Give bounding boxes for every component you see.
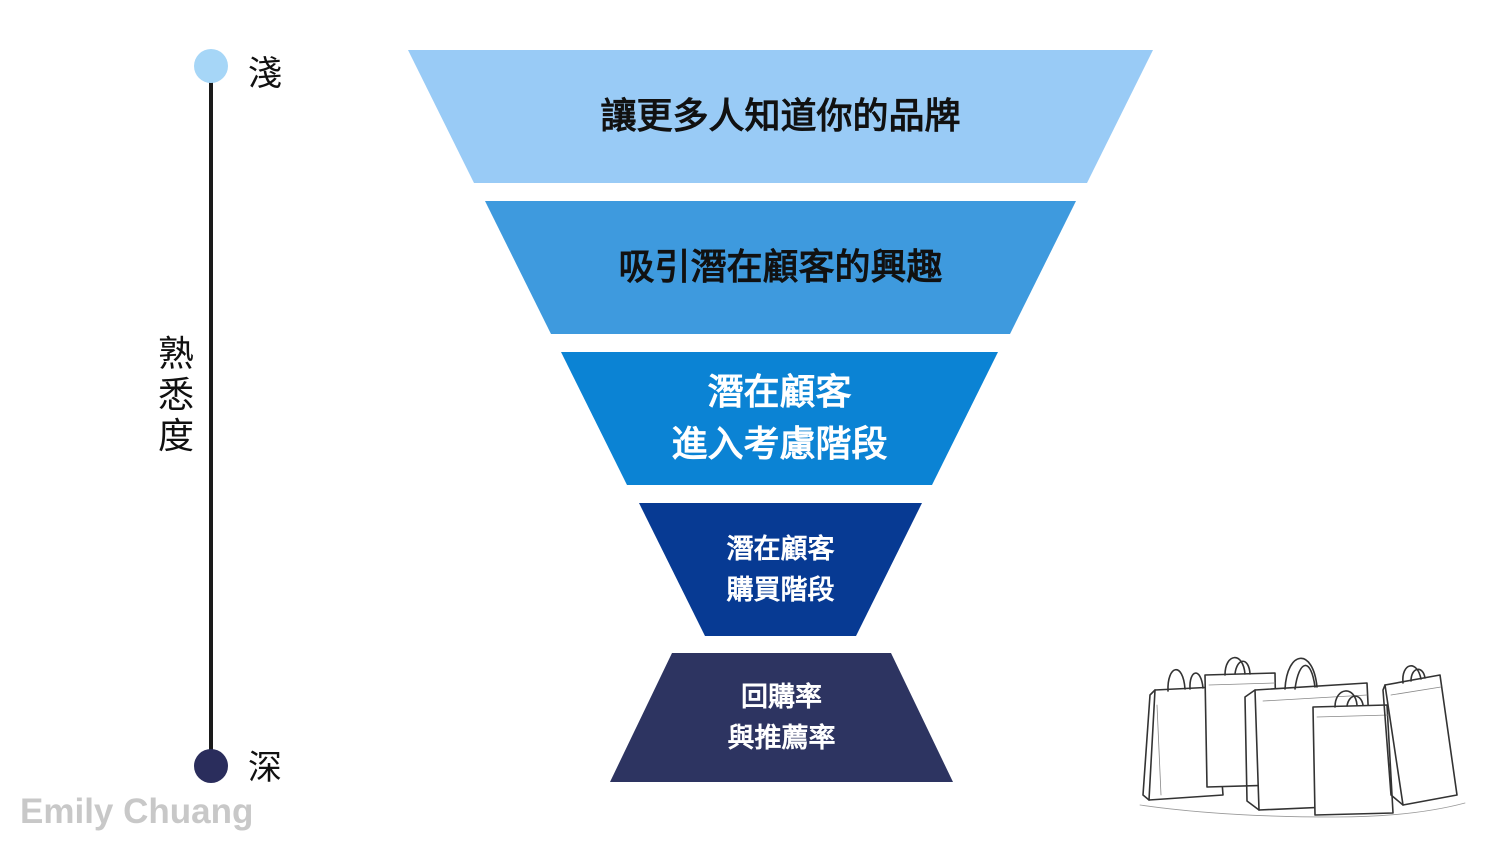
funnel-layer-label: 讓更多人知道你的品牌 [600, 96, 961, 137]
author-watermark: Emily Chuang [20, 792, 254, 831]
scale-top-label: 淺 [248, 54, 282, 94]
funnel-layer-purchase: 潛在顧客 購買階段 [639, 503, 922, 636]
familiarity-scale-line [209, 66, 213, 766]
funnel-layer-interest: 吸引潛在顧客的興趣 [485, 201, 1076, 334]
funnel-layer-awareness: 讓更多人知道你的品牌 [408, 50, 1153, 183]
scale-bottom-label: 深 [248, 748, 282, 788]
scale-bottom-dot [194, 749, 228, 783]
funnel-layer-label: 潛在顧客 購買階段 [726, 534, 835, 606]
funnel-layer-label: 吸引潛在顧客的興趣 [618, 247, 943, 288]
funnel-layer-label: 潛在顧客 進入考慮階段 [671, 372, 888, 465]
funnel-layer-consideration: 潛在顧客 進入考慮階段 [561, 352, 998, 485]
scale-top-dot [194, 49, 228, 83]
scale-axis-label: 熟悉度 [157, 334, 194, 457]
funnel-layer-label: 回購率 與推薦率 [727, 682, 836, 754]
shopping-bags-icon [1139, 656, 1466, 818]
funnel-layer-loyalty: 回購率 與推薦率 [610, 653, 953, 782]
